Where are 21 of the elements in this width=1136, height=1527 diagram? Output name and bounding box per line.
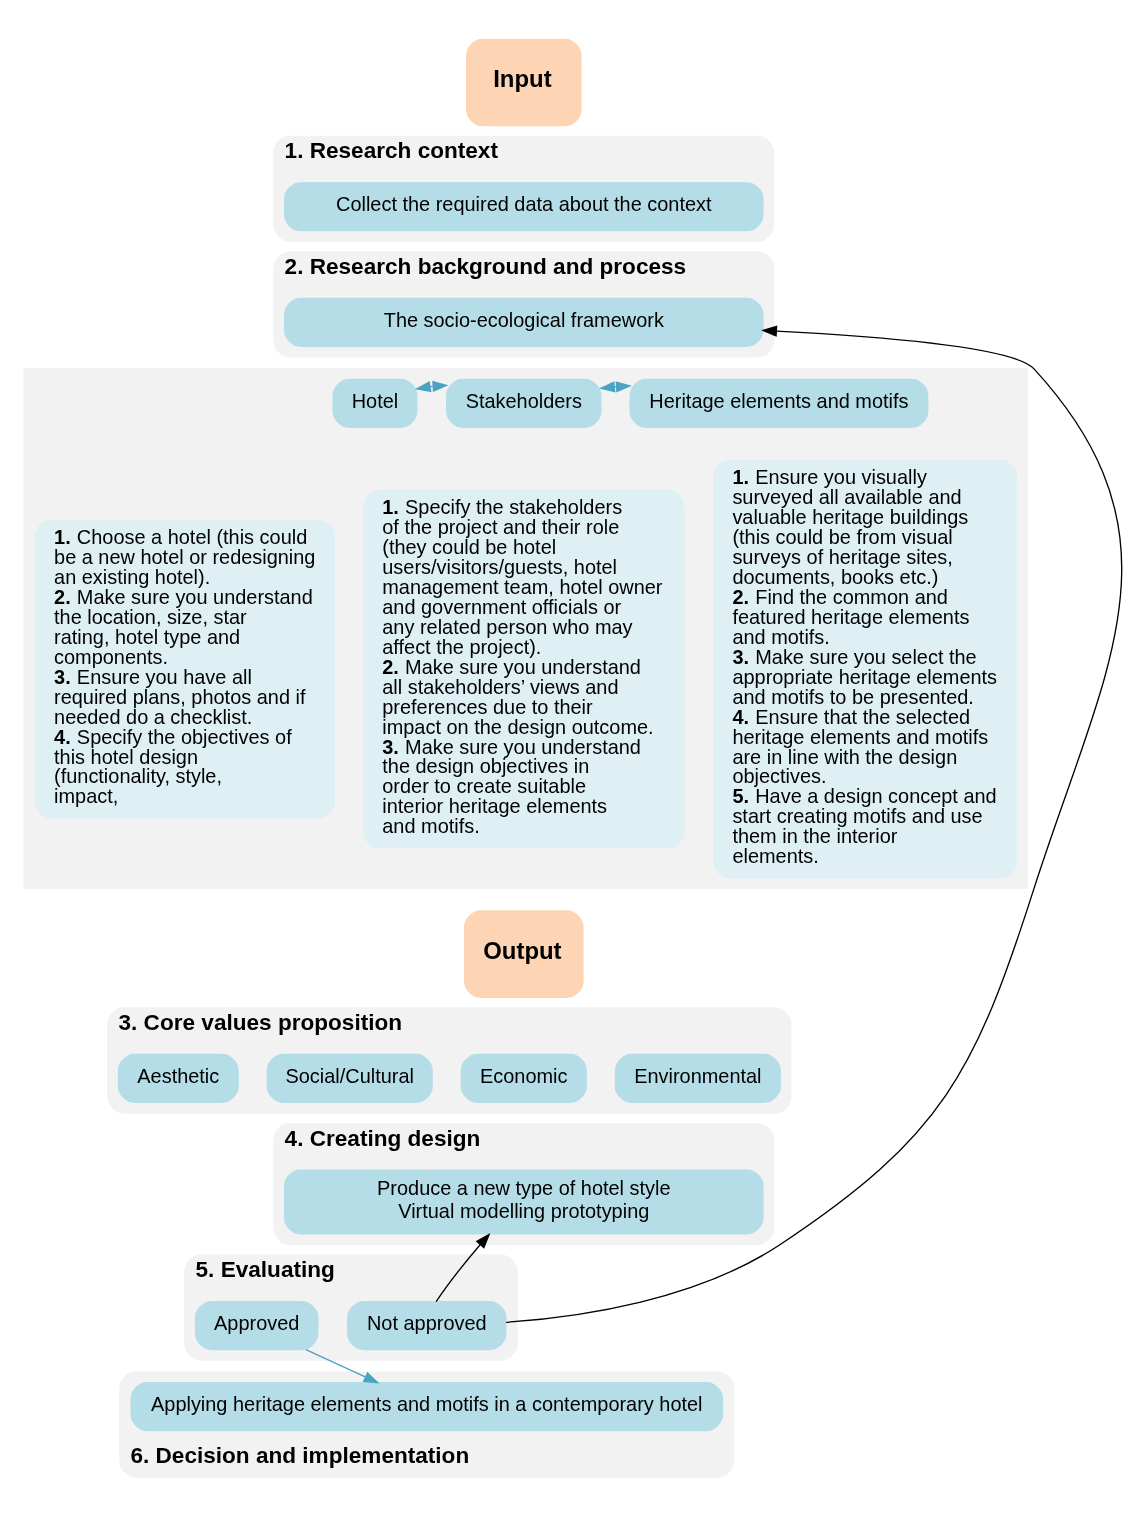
node-box: The socio-ecological framework: [283, 297, 764, 347]
node-box: Collect the required data about the context: [283, 182, 764, 232]
cluster: [23, 368, 1029, 890]
arrow: [505, 325, 1123, 1323]
node-box: Input: [466, 38, 582, 127]
node-box: Output: [464, 910, 584, 999]
node-box: Aesthetic: [117, 1053, 239, 1103]
node-box: Hotel: [332, 378, 418, 428]
arrow: [599, 381, 632, 393]
node-box: Environmental: [614, 1053, 781, 1103]
node-box: Stakeholders: [446, 378, 602, 428]
arrow: [435, 1232, 491, 1303]
node-box: Social/Cultural: [266, 1053, 433, 1103]
node-box: Approved: [194, 1301, 319, 1351]
node-box: Not approved: [347, 1301, 507, 1351]
node-box: Produce a new type of hotel style Virtual modelling prototyping: [283, 1169, 764, 1235]
node-box: Heritage elements and motifs: [629, 378, 929, 428]
node-box: Economic: [460, 1053, 587, 1103]
arrow: [414, 380, 449, 393]
node-box: Applying heritage elements and motifs in a contemporary hotel: [130, 1382, 724, 1432]
arrow: [305, 1348, 380, 1384]
